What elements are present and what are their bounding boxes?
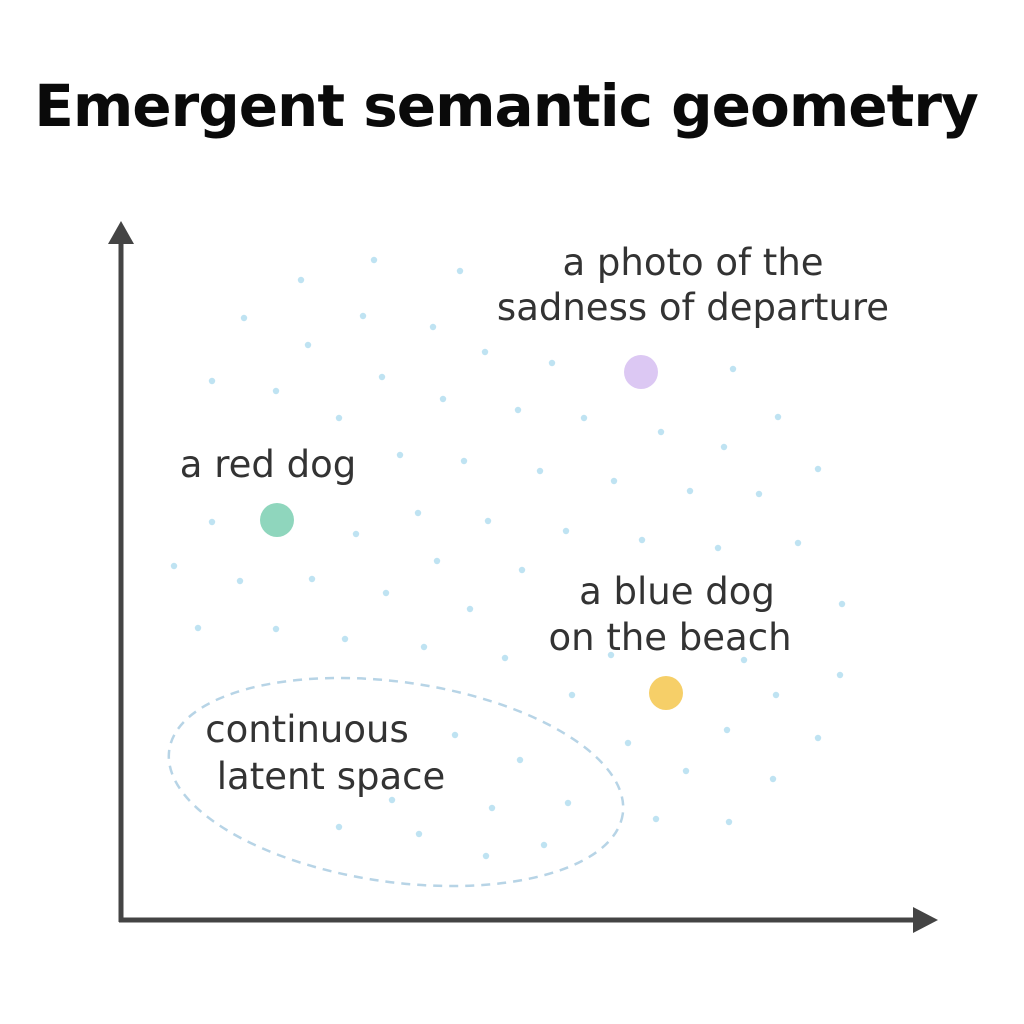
background-point xyxy=(814,465,822,473)
background-point xyxy=(240,314,248,322)
background-point xyxy=(456,267,464,275)
background-point xyxy=(610,477,618,485)
background-point xyxy=(335,823,343,831)
background-point xyxy=(466,605,474,613)
background-point xyxy=(836,671,844,679)
background-point xyxy=(624,739,632,747)
background-point xyxy=(304,341,312,349)
background-point xyxy=(607,651,615,659)
background-point xyxy=(297,276,305,284)
background-point xyxy=(420,643,428,651)
background-point xyxy=(755,490,763,498)
background-point xyxy=(740,656,748,664)
background-point xyxy=(378,373,386,381)
background-point xyxy=(514,406,522,414)
background-point xyxy=(729,365,737,373)
background-point xyxy=(429,323,437,331)
latent-space-region xyxy=(167,676,625,888)
background-point xyxy=(415,830,423,838)
background-point xyxy=(352,530,360,538)
sadness-label-line-2: sadness of departure xyxy=(497,286,889,329)
background-point xyxy=(652,815,660,823)
sadness-of-departure-point xyxy=(624,355,658,389)
background-point xyxy=(433,557,441,565)
background-point xyxy=(208,518,216,526)
background-point xyxy=(208,377,216,385)
background-point xyxy=(388,796,396,804)
blue-dog-point xyxy=(649,676,683,710)
red-dog-label: a red dog xyxy=(180,443,356,486)
background-point xyxy=(548,359,556,367)
background-point xyxy=(335,414,343,422)
background-point xyxy=(580,414,588,422)
red-dog-point xyxy=(260,503,294,537)
background-point xyxy=(460,457,468,465)
page-title: Emergent semantic geometry xyxy=(34,72,979,140)
background-point xyxy=(725,818,733,826)
background-point xyxy=(686,487,694,495)
background-point xyxy=(194,624,202,632)
background-point xyxy=(439,395,447,403)
background-point xyxy=(482,852,490,860)
background-point xyxy=(772,691,780,699)
background-point xyxy=(564,799,572,807)
background-point xyxy=(794,539,802,547)
background-point xyxy=(272,625,280,633)
x-axis-arrowhead xyxy=(913,907,938,933)
background-point xyxy=(370,256,378,264)
background-point xyxy=(308,575,316,583)
background-points xyxy=(170,256,846,860)
axes xyxy=(108,221,938,933)
background-point xyxy=(516,756,524,764)
latent-space-label-line-2: latent space xyxy=(217,755,446,798)
background-point xyxy=(723,726,731,734)
background-point xyxy=(236,577,244,585)
background-point xyxy=(682,767,690,775)
background-point xyxy=(536,467,544,475)
sadness-label-line-1: a photo of the xyxy=(562,241,823,284)
background-point xyxy=(501,654,509,662)
blue-dog-label-line-1: a blue dog xyxy=(579,570,775,613)
y-axis-arrowhead xyxy=(108,221,134,244)
background-point xyxy=(414,509,422,517)
background-point xyxy=(657,428,665,436)
background-point xyxy=(769,775,777,783)
background-point xyxy=(359,312,367,320)
background-point xyxy=(638,536,646,544)
background-point xyxy=(714,544,722,552)
background-point xyxy=(382,589,390,597)
latent-space-label-line-1: continuous xyxy=(205,708,408,751)
background-point xyxy=(272,387,280,395)
background-point xyxy=(170,562,178,570)
background-point xyxy=(562,527,570,535)
background-point xyxy=(838,600,846,608)
background-point xyxy=(720,443,728,451)
background-point xyxy=(488,804,496,812)
background-point xyxy=(451,731,459,739)
background-point xyxy=(774,413,782,421)
background-point xyxy=(341,635,349,643)
background-point xyxy=(814,734,822,742)
background-point xyxy=(518,566,526,574)
background-point xyxy=(396,451,404,459)
background-point xyxy=(540,841,548,849)
background-point xyxy=(568,691,576,699)
blue-dog-label-line-2: on the beach xyxy=(548,616,791,659)
background-point xyxy=(484,517,492,525)
background-point xyxy=(481,348,489,356)
